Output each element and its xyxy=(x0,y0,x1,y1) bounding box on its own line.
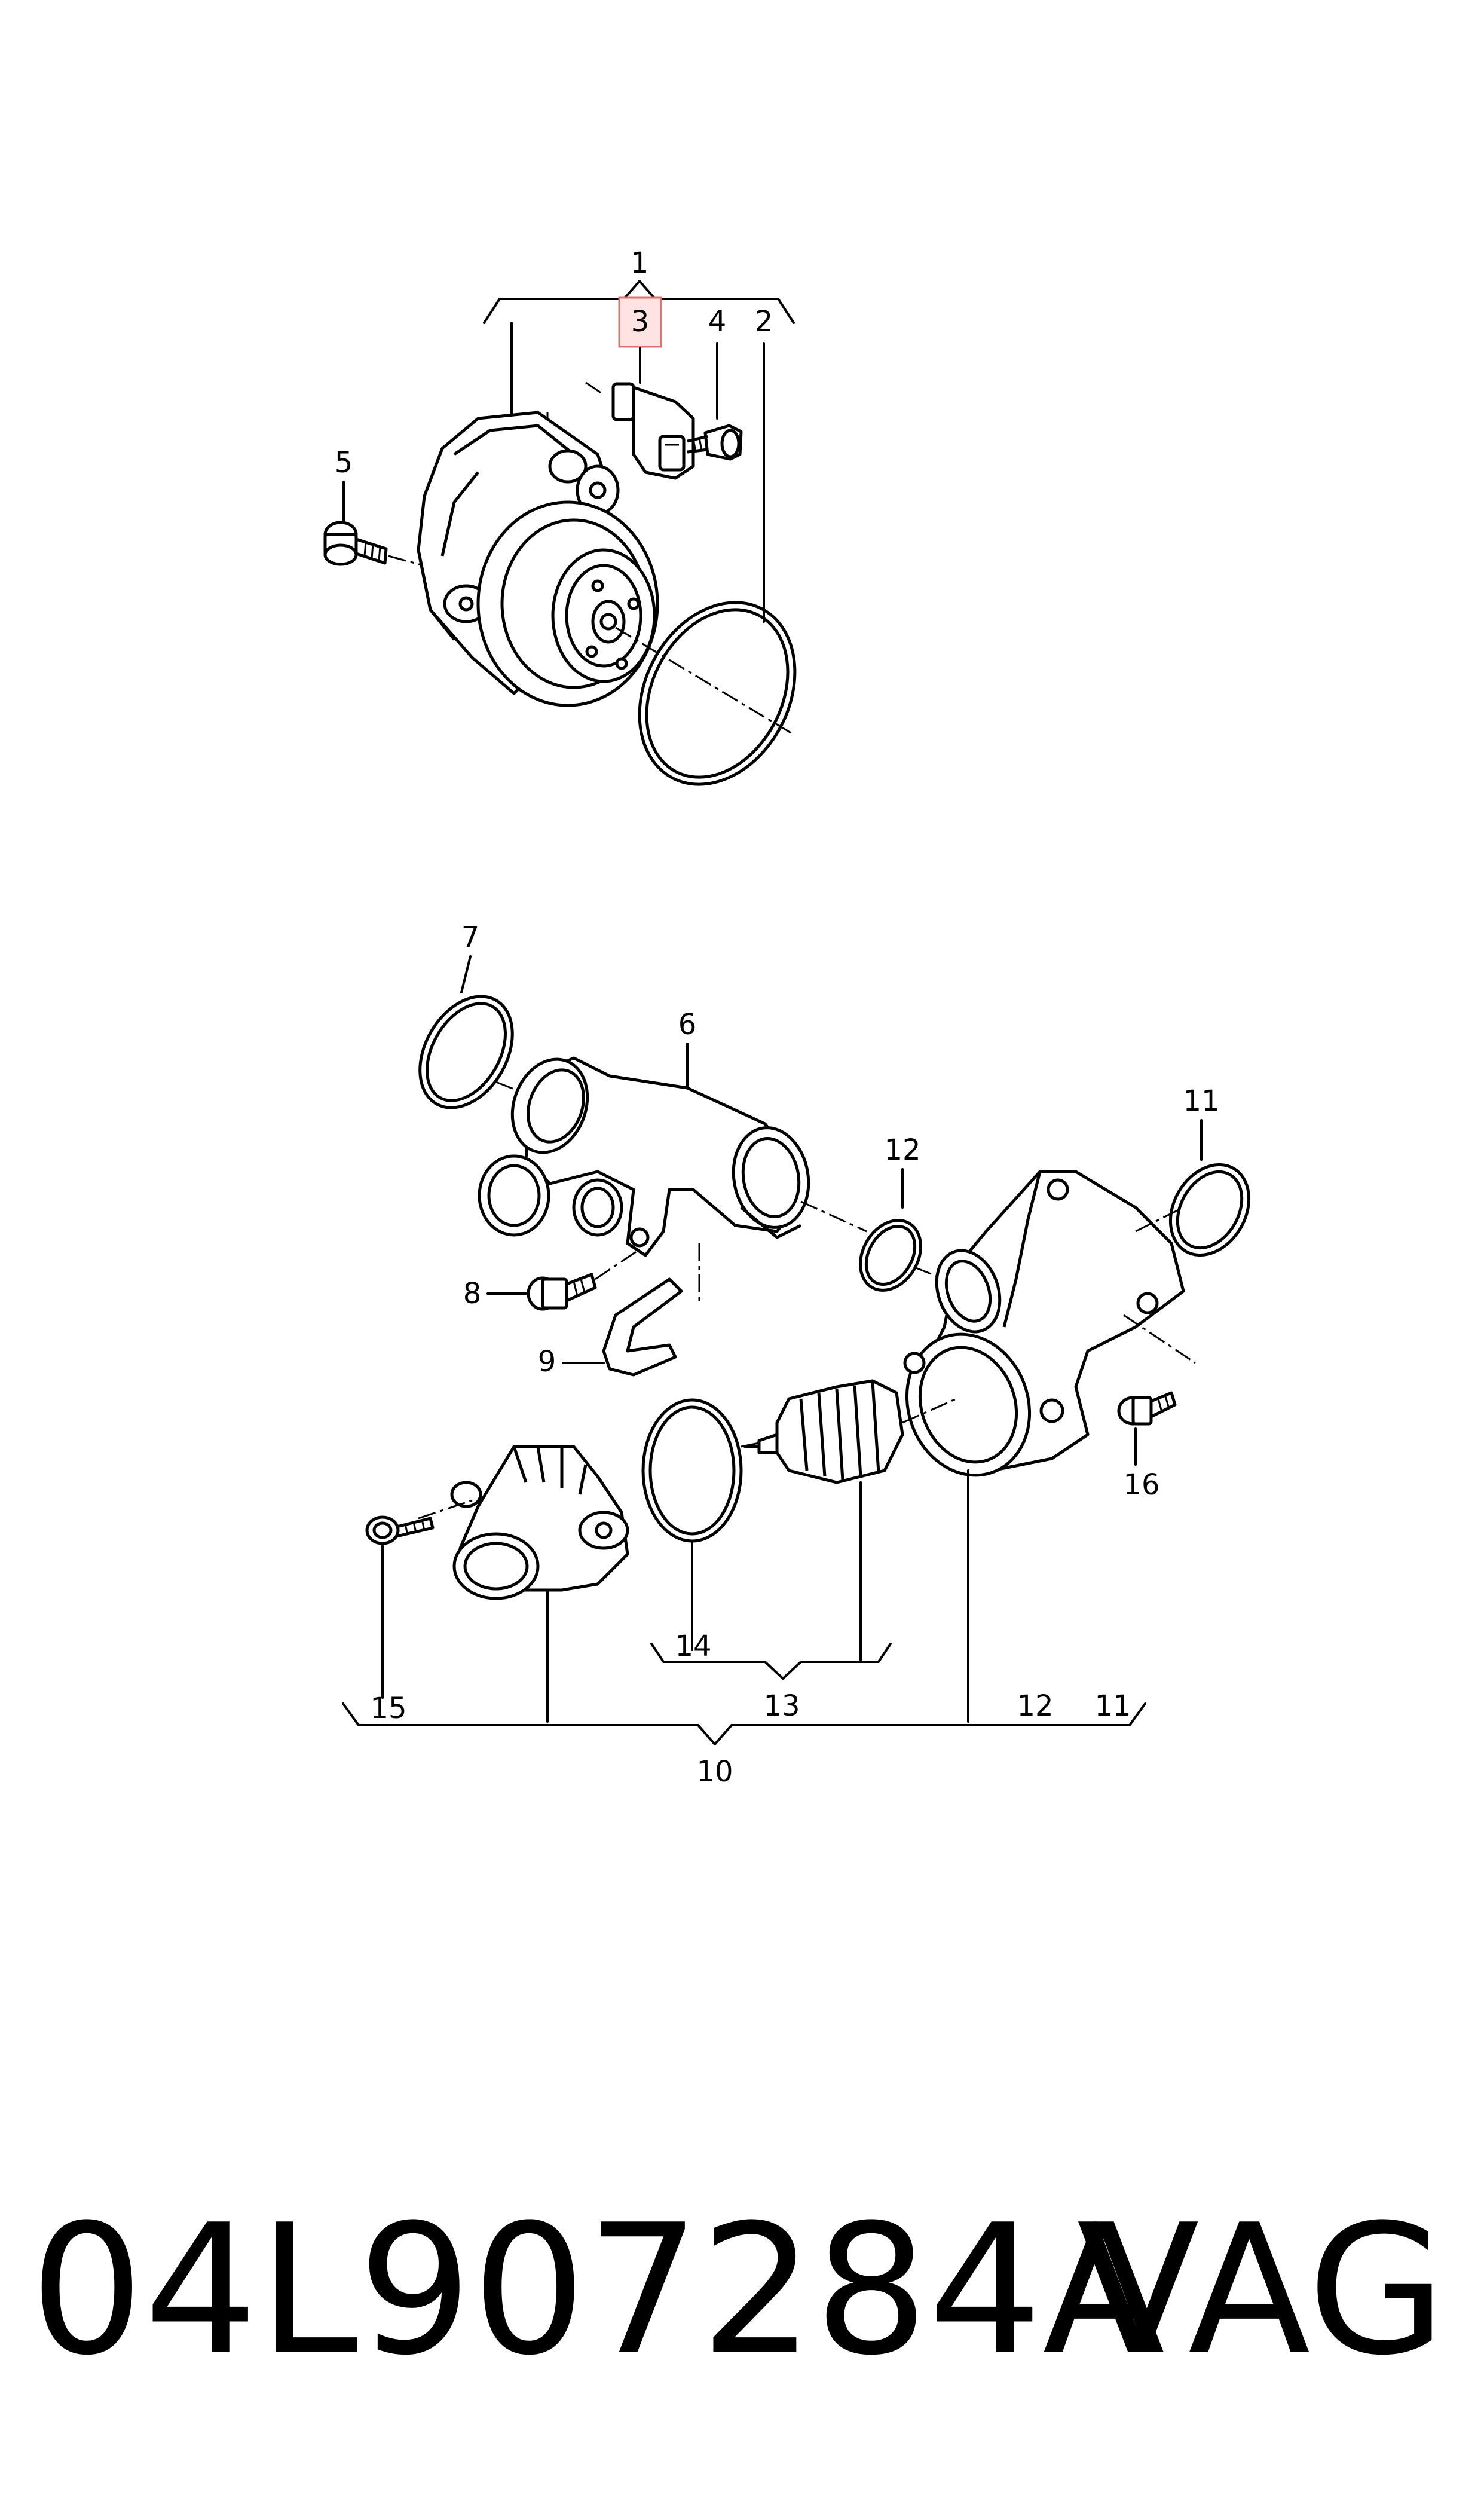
axis-8 xyxy=(595,1248,640,1280)
axis-7 xyxy=(495,1081,527,1095)
callout-13[interactable]: 13 xyxy=(763,1689,800,1723)
coolant-pipe-6 xyxy=(478,1056,810,1257)
o-ring-7 xyxy=(418,995,514,1109)
bolt-4 xyxy=(687,424,743,461)
callout-1[interactable]: 1 xyxy=(631,246,649,280)
brand-name: VAG xyxy=(1077,2186,1446,2395)
water-pump-group: 1 3 4 2 5 xyxy=(323,246,797,786)
callout-5[interactable]: 5 xyxy=(335,446,353,479)
o-ring-2 xyxy=(638,601,797,786)
thermostat-group: 7 6 8 xyxy=(342,921,1251,1789)
bracket-1-peak xyxy=(623,280,656,300)
axis-16 xyxy=(1123,1314,1196,1364)
axis-6 xyxy=(800,1200,867,1233)
bolt-8 xyxy=(527,1273,597,1311)
axis-pump xyxy=(615,626,795,736)
callout-3[interactable]: 3 xyxy=(631,305,650,338)
callout-10[interactable]: 10 xyxy=(696,1755,733,1789)
leader-7 xyxy=(460,955,472,993)
axis-15 xyxy=(418,1499,473,1520)
callout-6[interactable]: 6 xyxy=(678,1008,697,1041)
part-number: 04L907284A xyxy=(30,2186,1165,2395)
retaining-clip-9 xyxy=(602,1277,683,1377)
seal-14 xyxy=(641,1398,743,1543)
callout-12-lower[interactable]: 12 xyxy=(1017,1689,1053,1723)
temperature-sensor xyxy=(611,382,695,480)
callout-9[interactable]: 9 xyxy=(538,1345,556,1378)
callout-7[interactable]: 7 xyxy=(461,921,480,954)
thermostat-housing xyxy=(903,1170,1185,1477)
bolt-16 xyxy=(1117,1391,1177,1426)
thermostat-13 xyxy=(743,1379,904,1484)
callout-11-upper[interactable]: 11 xyxy=(1183,1084,1219,1118)
axis-11 xyxy=(1135,1206,1184,1233)
water-pump-impeller xyxy=(476,500,659,707)
callout-8[interactable]: 8 xyxy=(463,1277,482,1310)
bracket-13 xyxy=(650,1643,892,1680)
outlet-fitting xyxy=(450,1445,629,1600)
callout-11-lower[interactable]: 11 xyxy=(1094,1689,1131,1723)
callout-15[interactable]: 15 xyxy=(370,1692,406,1725)
callout-2[interactable]: 2 xyxy=(755,305,773,338)
o-ring-12 xyxy=(859,1219,922,1292)
bolt-5 xyxy=(323,521,388,566)
callout-16[interactable]: 16 xyxy=(1123,1468,1159,1502)
axis-13 xyxy=(902,1398,957,1424)
o-ring-11 xyxy=(1168,1163,1251,1257)
axis-sensor xyxy=(585,381,604,396)
callout-12-upper[interactable]: 12 xyxy=(884,1133,920,1167)
axis-12 xyxy=(914,1266,945,1280)
bracket-10 xyxy=(342,1702,1146,1745)
callout-14[interactable]: 14 xyxy=(675,1630,711,1663)
callout-4[interactable]: 4 xyxy=(708,305,727,338)
screw-15 xyxy=(365,1515,435,1545)
